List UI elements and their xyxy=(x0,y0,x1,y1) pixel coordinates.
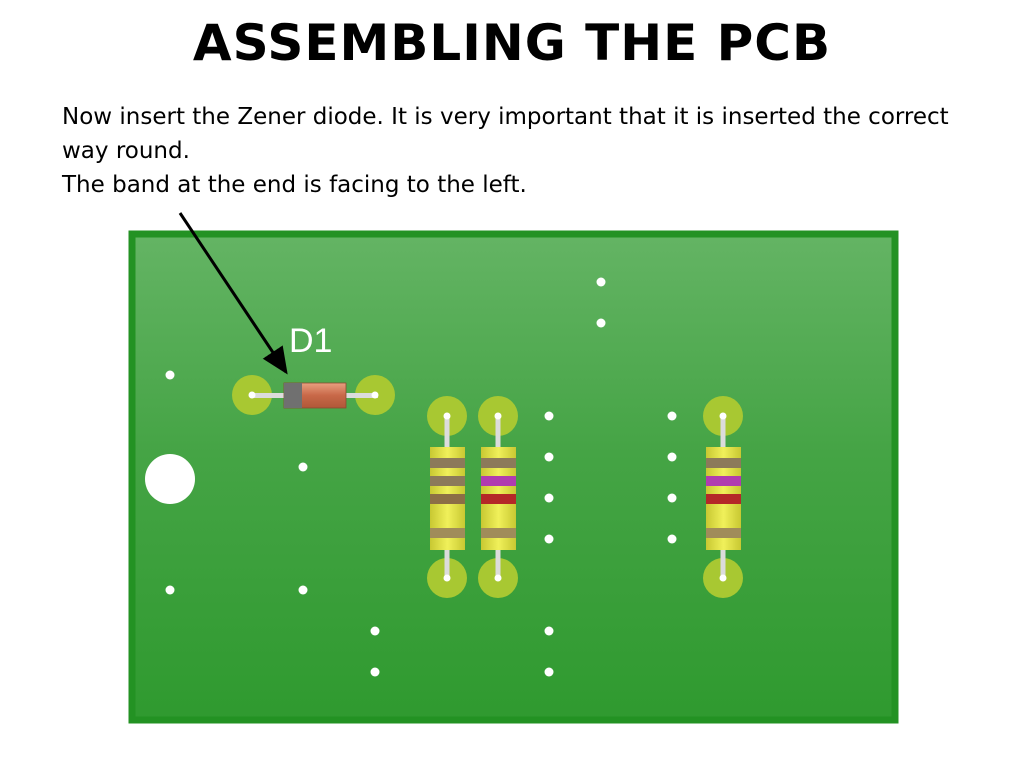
hole xyxy=(370,667,380,677)
hole xyxy=(298,462,308,472)
pointer-arrow xyxy=(178,212,288,375)
resistor-3 xyxy=(703,396,743,598)
hole xyxy=(165,370,175,380)
hole xyxy=(544,534,554,544)
resistor-band xyxy=(706,458,741,468)
hole xyxy=(544,626,554,636)
instructions-text: Now insert the Zener diode. It is very i… xyxy=(62,100,982,202)
hole xyxy=(370,626,380,636)
resistor-band xyxy=(430,458,465,468)
resistor-2 xyxy=(478,396,518,598)
resistor-band xyxy=(706,494,741,504)
instruction-line-2: The band at the end is facing to the lef… xyxy=(62,172,527,198)
hole xyxy=(667,534,677,544)
hole xyxy=(596,277,606,287)
d1-label: D1 xyxy=(289,322,332,360)
slide-title: ASSEMBLING THE PCB xyxy=(192,14,832,72)
resistor-1 xyxy=(427,396,467,598)
hole xyxy=(667,411,677,421)
resistor-band xyxy=(430,494,465,504)
empty-holes xyxy=(165,277,677,677)
hole xyxy=(165,585,175,595)
resistor-band xyxy=(481,528,516,538)
hole xyxy=(298,585,308,595)
resistor-band xyxy=(481,494,516,504)
zener-diode-d1 xyxy=(232,375,395,415)
hole xyxy=(667,452,677,462)
resistor-band xyxy=(481,458,516,468)
resistor-band xyxy=(706,476,741,486)
hole xyxy=(544,411,554,421)
resistor-band xyxy=(481,476,516,486)
mounting-hole xyxy=(145,454,195,504)
resistor-band xyxy=(430,528,465,538)
hole xyxy=(667,493,677,503)
hole xyxy=(596,318,606,328)
diode-cathode-band xyxy=(284,383,302,408)
hole xyxy=(544,493,554,503)
resistor-band xyxy=(706,528,741,538)
instruction-line-1: Now insert the Zener diode. It is very i… xyxy=(62,104,949,164)
hole xyxy=(544,452,554,462)
hole xyxy=(544,667,554,677)
resistor-band xyxy=(430,476,465,486)
